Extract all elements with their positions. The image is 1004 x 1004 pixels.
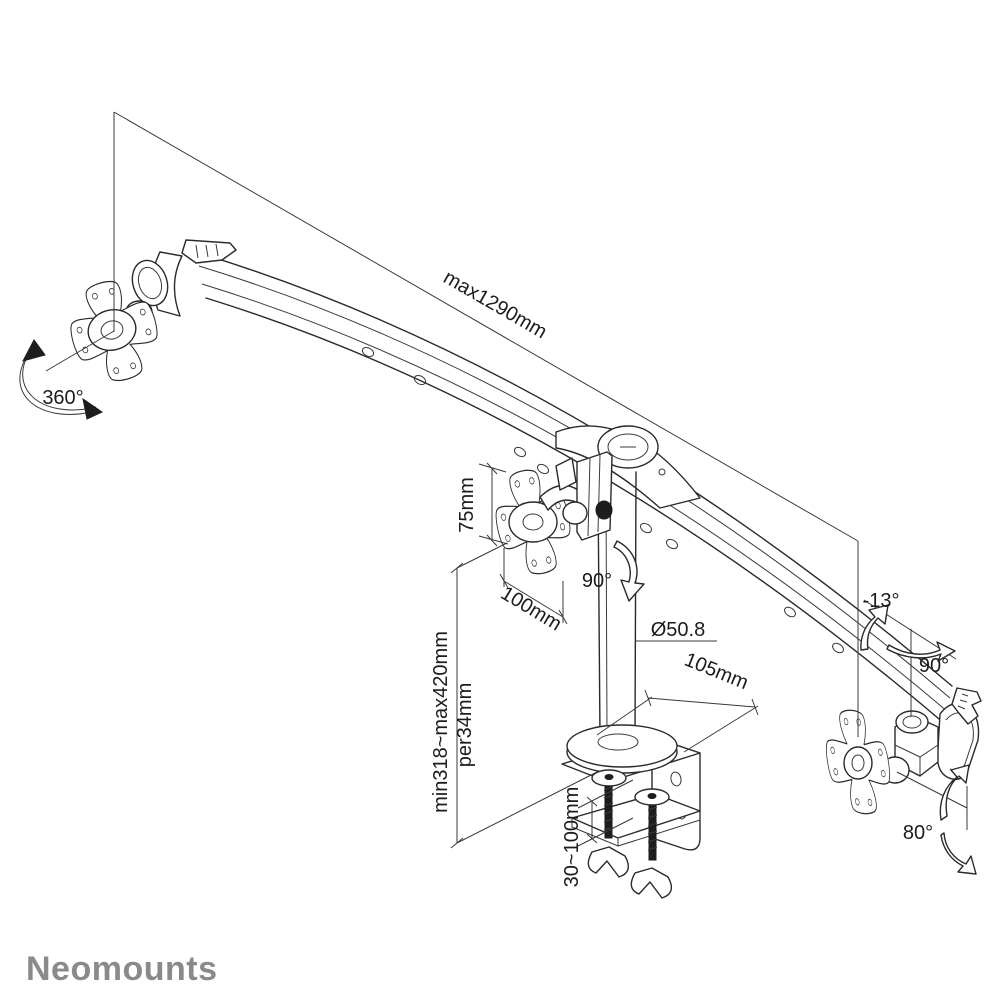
middle-monitor-mount	[495, 451, 613, 575]
curved-arrow-icon	[613, 540, 645, 602]
crossbar-holes	[361, 346, 844, 654]
rotation-pole-swivel: 90°	[582, 540, 645, 602]
tension-knob-icon	[595, 500, 613, 520]
dim-vesa-height-label: 75mm	[456, 477, 478, 533]
curved-arrow-icon	[940, 832, 977, 875]
right-clamp-lever-icon	[951, 687, 982, 725]
clamp-screw	[630, 788, 673, 899]
dim-height-range: min318~max420mm per34mm	[430, 542, 598, 849]
rotation-tilt: 80°	[896, 764, 977, 875]
dim-clamp-depth-label: 105mm	[681, 649, 751, 694]
dimension-annotations: max1290mm 360° 75mm 100mm 90°	[19, 111, 977, 888]
wing-knob-icon	[630, 867, 673, 899]
neomounts-logo: Neomounts	[26, 950, 218, 988]
right-monitor-mount	[826, 687, 982, 815]
curved-arrow-icon	[939, 764, 970, 821]
dim-clamp-thickness-label: 30~100mm	[561, 787, 583, 888]
curved-arrow-icon	[860, 604, 889, 651]
wing-knob-icon	[587, 846, 630, 878]
desk-clamp	[561, 724, 701, 899]
dim-max-width: max1290mm	[113, 111, 859, 737]
dim-vesa-width-label: 100mm	[497, 582, 566, 635]
dim-height-step-label: per34mm	[454, 683, 476, 767]
center-hub	[555, 425, 701, 509]
left-end-cap	[131, 239, 237, 317]
dim-vesa-height: 75mm	[456, 462, 509, 547]
arrowhead-icon	[82, 397, 104, 420]
left-clamp-lever-icon	[181, 239, 237, 264]
rotation-pole-swivel-label: 90°	[582, 570, 612, 592]
curved-arrow-icon	[886, 641, 956, 662]
rotation-360-label: 360°	[42, 387, 83, 409]
dim-pole-diameter: Ø50.8	[636, 619, 717, 642]
middle-ball-joint	[562, 501, 588, 525]
rotation-head: -13° 90°	[860, 590, 957, 717]
dim-pole-diameter-label: Ø50.8	[651, 619, 705, 641]
tilt-up-label: -13°	[863, 590, 900, 612]
head-swivel-label: 90°	[919, 655, 949, 677]
dim-clamp-thickness: 30~100mm	[561, 779, 634, 888]
clamp-screw	[587, 769, 630, 878]
rotation-360: 360°	[19, 330, 115, 420]
arrowhead-icon	[22, 339, 46, 362]
dim-height-range-label: min318~max420mm	[430, 631, 452, 813]
tilt-range-label: 80°	[903, 822, 933, 844]
middle-slider-block	[576, 451, 613, 541]
